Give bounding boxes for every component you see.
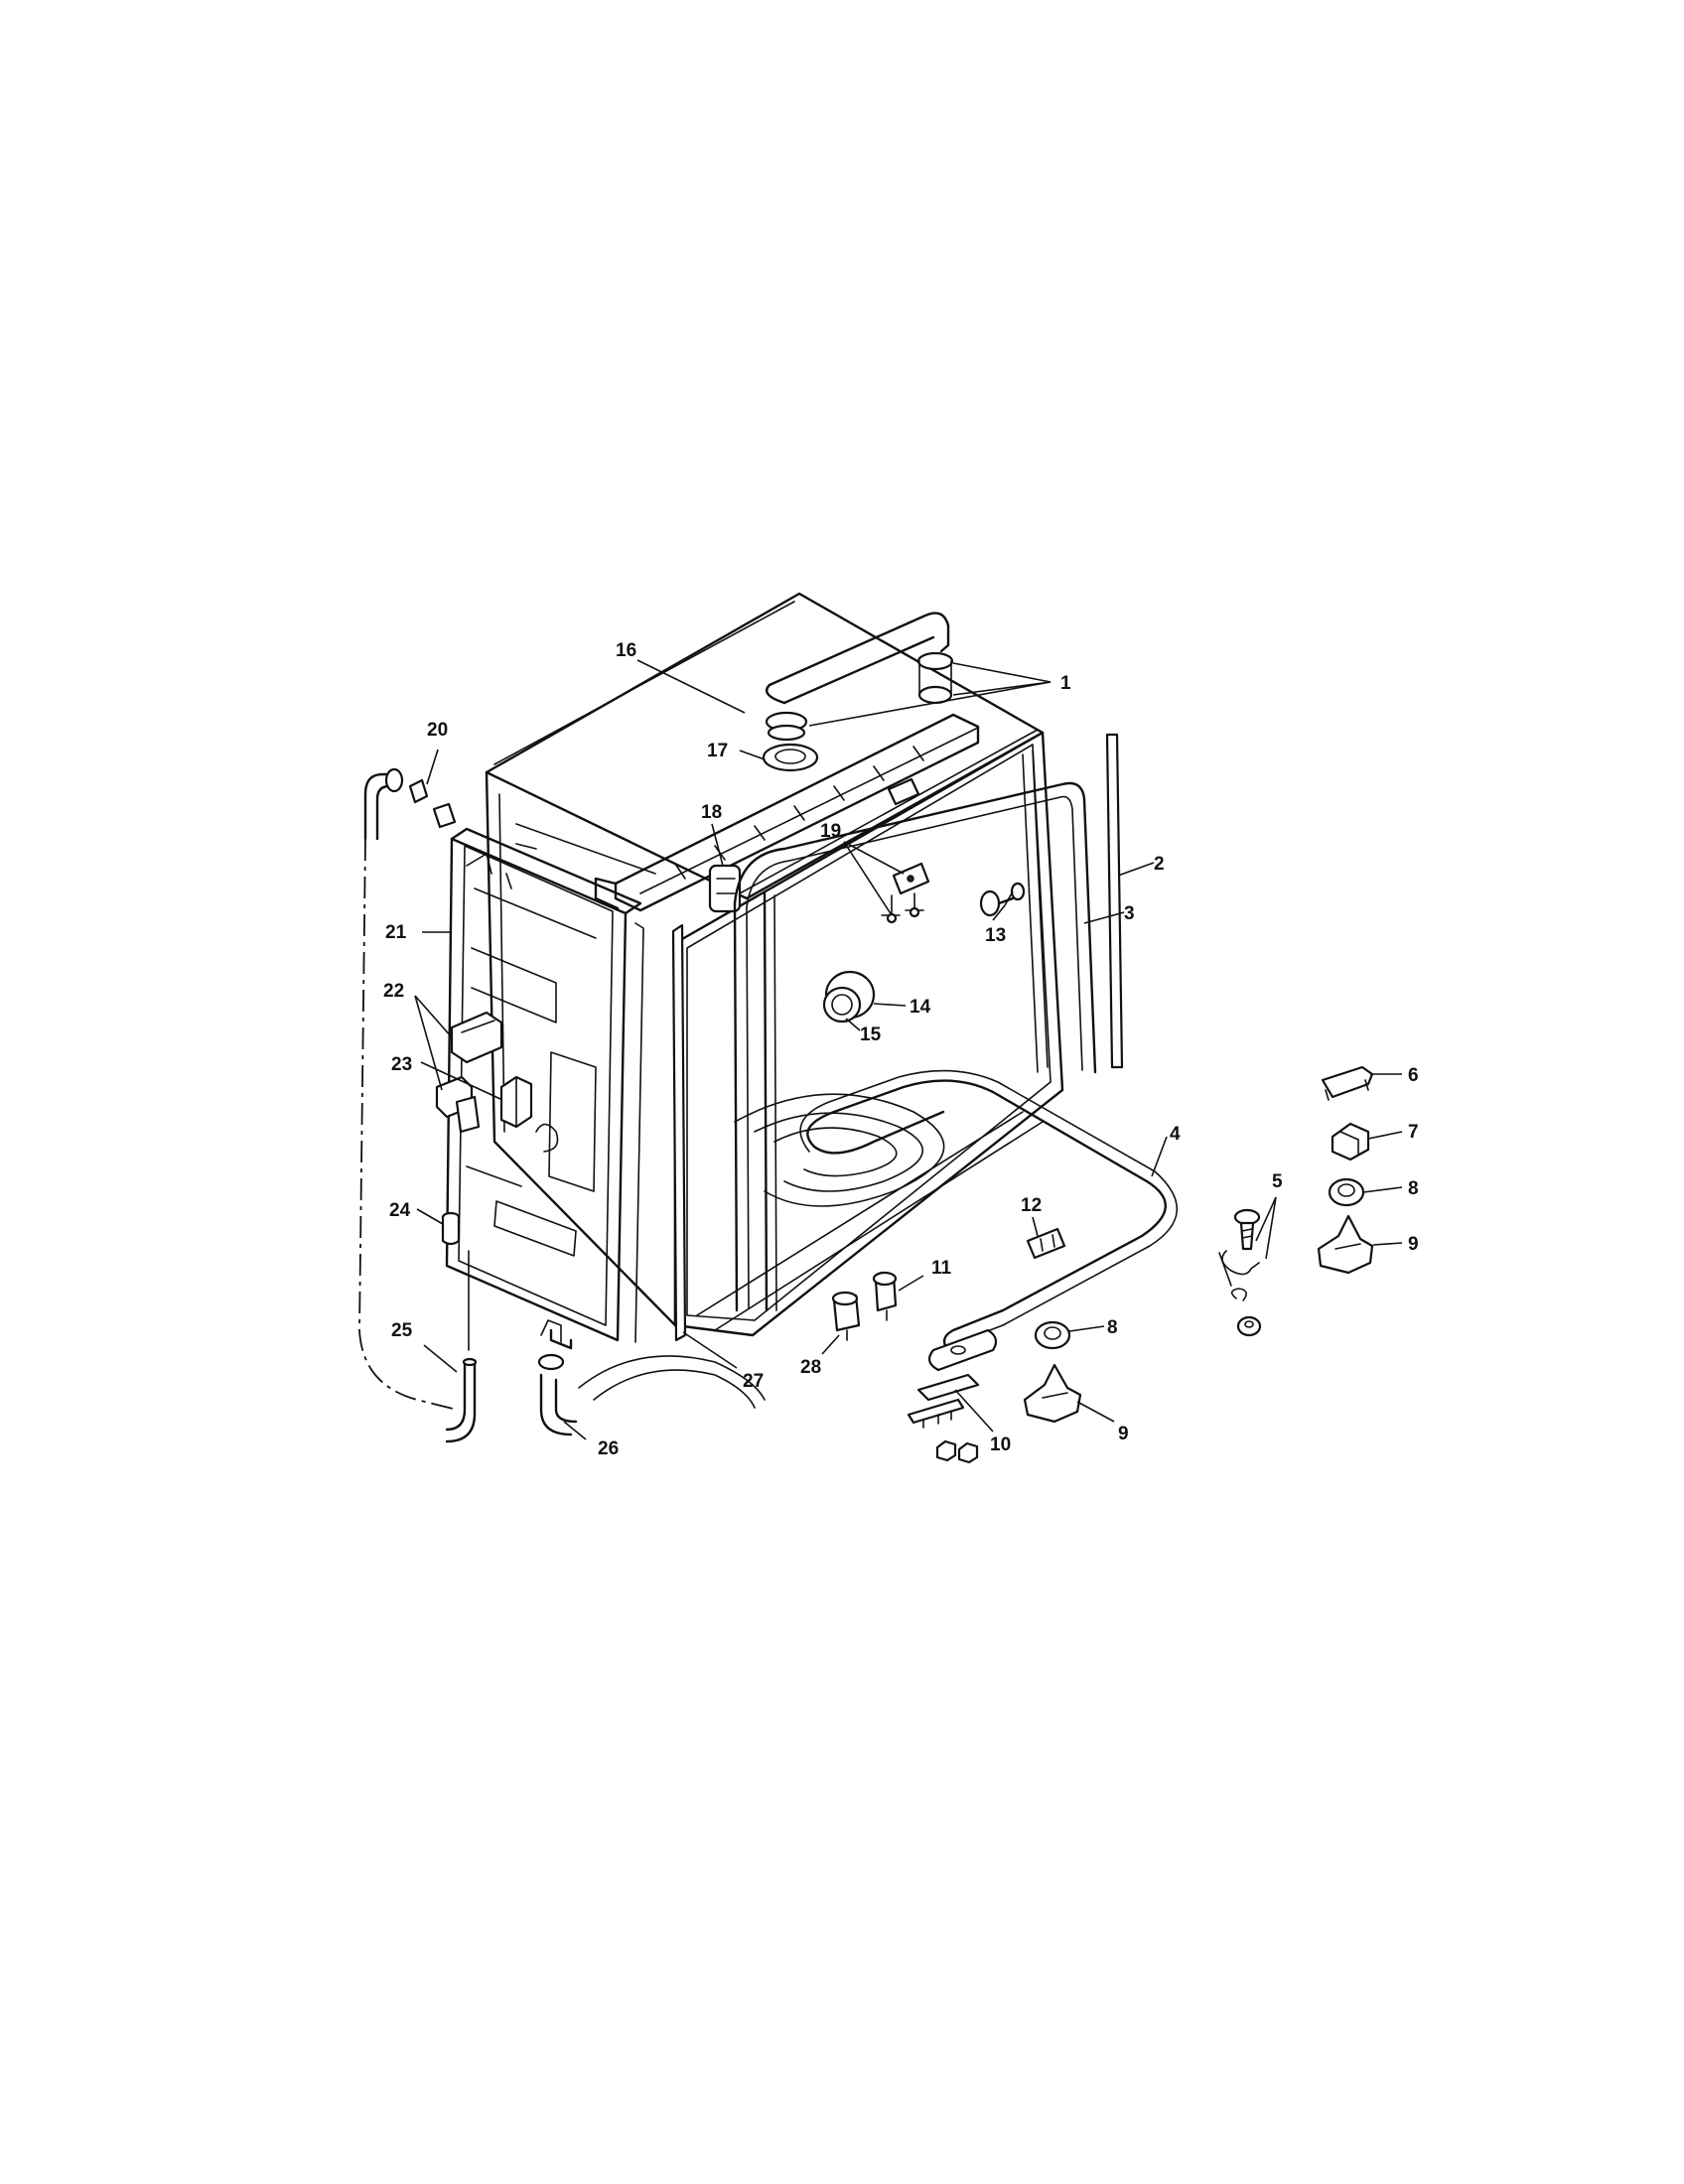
part-4-heating-element xyxy=(799,1069,1179,1352)
callout-14: 14 xyxy=(910,997,931,1018)
callout-7: 7 xyxy=(1408,1122,1419,1143)
callout-22: 22 xyxy=(383,981,404,1002)
part-14-15-knob xyxy=(822,970,876,1024)
callout-13: 13 xyxy=(985,925,1006,946)
part-1-conduit-grommets xyxy=(765,612,954,742)
part-22-brackets xyxy=(435,1011,503,1134)
leader-lines xyxy=(414,659,1403,1440)
part-7-clip xyxy=(1331,1122,1370,1161)
part-10-clamp-nuts xyxy=(907,1373,980,1464)
callout-8-lower: 8 xyxy=(1107,1317,1118,1338)
part-18-clip xyxy=(708,864,742,913)
callout-23: 23 xyxy=(391,1054,412,1075)
callout-15: 15 xyxy=(860,1024,882,1045)
callout-9-lower: 9 xyxy=(1118,1424,1129,1444)
callout-25: 25 xyxy=(391,1320,413,1341)
callout-11: 11 xyxy=(931,1258,952,1279)
callout-24: 24 xyxy=(389,1200,411,1221)
callout-21: 21 xyxy=(385,922,407,943)
part-8-9-lower xyxy=(1023,1320,1082,1424)
part-2-seal-strip xyxy=(1105,733,1124,1069)
part-9-upper xyxy=(1317,1214,1374,1275)
element-bracket xyxy=(927,1328,998,1372)
callout-1: 1 xyxy=(1060,673,1071,694)
tub-assembly xyxy=(485,592,1064,1337)
callout-4: 4 xyxy=(1170,1124,1181,1145)
callout-5: 5 xyxy=(1272,1171,1283,1192)
part-25-hose xyxy=(358,838,478,1443)
part-28-bushing xyxy=(831,1291,861,1341)
callout-10: 10 xyxy=(990,1434,1011,1455)
part-6-bracket xyxy=(1321,1065,1374,1101)
part-17-grommet xyxy=(762,743,819,772)
part-26-drain-hose xyxy=(537,1319,766,1436)
part-3-door-gasket xyxy=(733,781,1097,1312)
part-19-bracket-screws xyxy=(881,777,930,924)
callout-8-upper: 8 xyxy=(1408,1178,1419,1199)
callout-26: 26 xyxy=(598,1438,619,1459)
part-11-bushing xyxy=(872,1271,898,1321)
part-8-upper xyxy=(1328,1177,1365,1207)
callout-labels: 1 2 3 4 5 6 7 8 9 8 9 10 11 12 13 14 15 … xyxy=(383,640,1419,1459)
callout-20: 20 xyxy=(427,720,448,741)
callout-17: 17 xyxy=(707,741,728,761)
part-20-hose-fittings xyxy=(363,767,457,841)
callout-19: 19 xyxy=(820,821,841,842)
callout-18: 18 xyxy=(701,802,722,823)
callout-2: 2 xyxy=(1154,854,1165,875)
callout-27: 27 xyxy=(743,1371,764,1392)
callout-6: 6 xyxy=(1408,1065,1419,1086)
callout-3: 3 xyxy=(1124,903,1135,924)
callout-16: 16 xyxy=(616,640,636,661)
part-23-block xyxy=(499,1075,533,1129)
part-5-screw-wire-washers xyxy=(1218,1208,1262,1337)
part-13-fastener xyxy=(979,882,1026,917)
part-24-cylinder xyxy=(441,1211,461,1246)
part-12-clip xyxy=(1026,1227,1066,1260)
part-27-seal-strip xyxy=(671,923,687,1342)
callout-28: 28 xyxy=(800,1357,821,1378)
callout-9-upper: 9 xyxy=(1408,1234,1419,1255)
callout-12: 12 xyxy=(1021,1195,1042,1216)
